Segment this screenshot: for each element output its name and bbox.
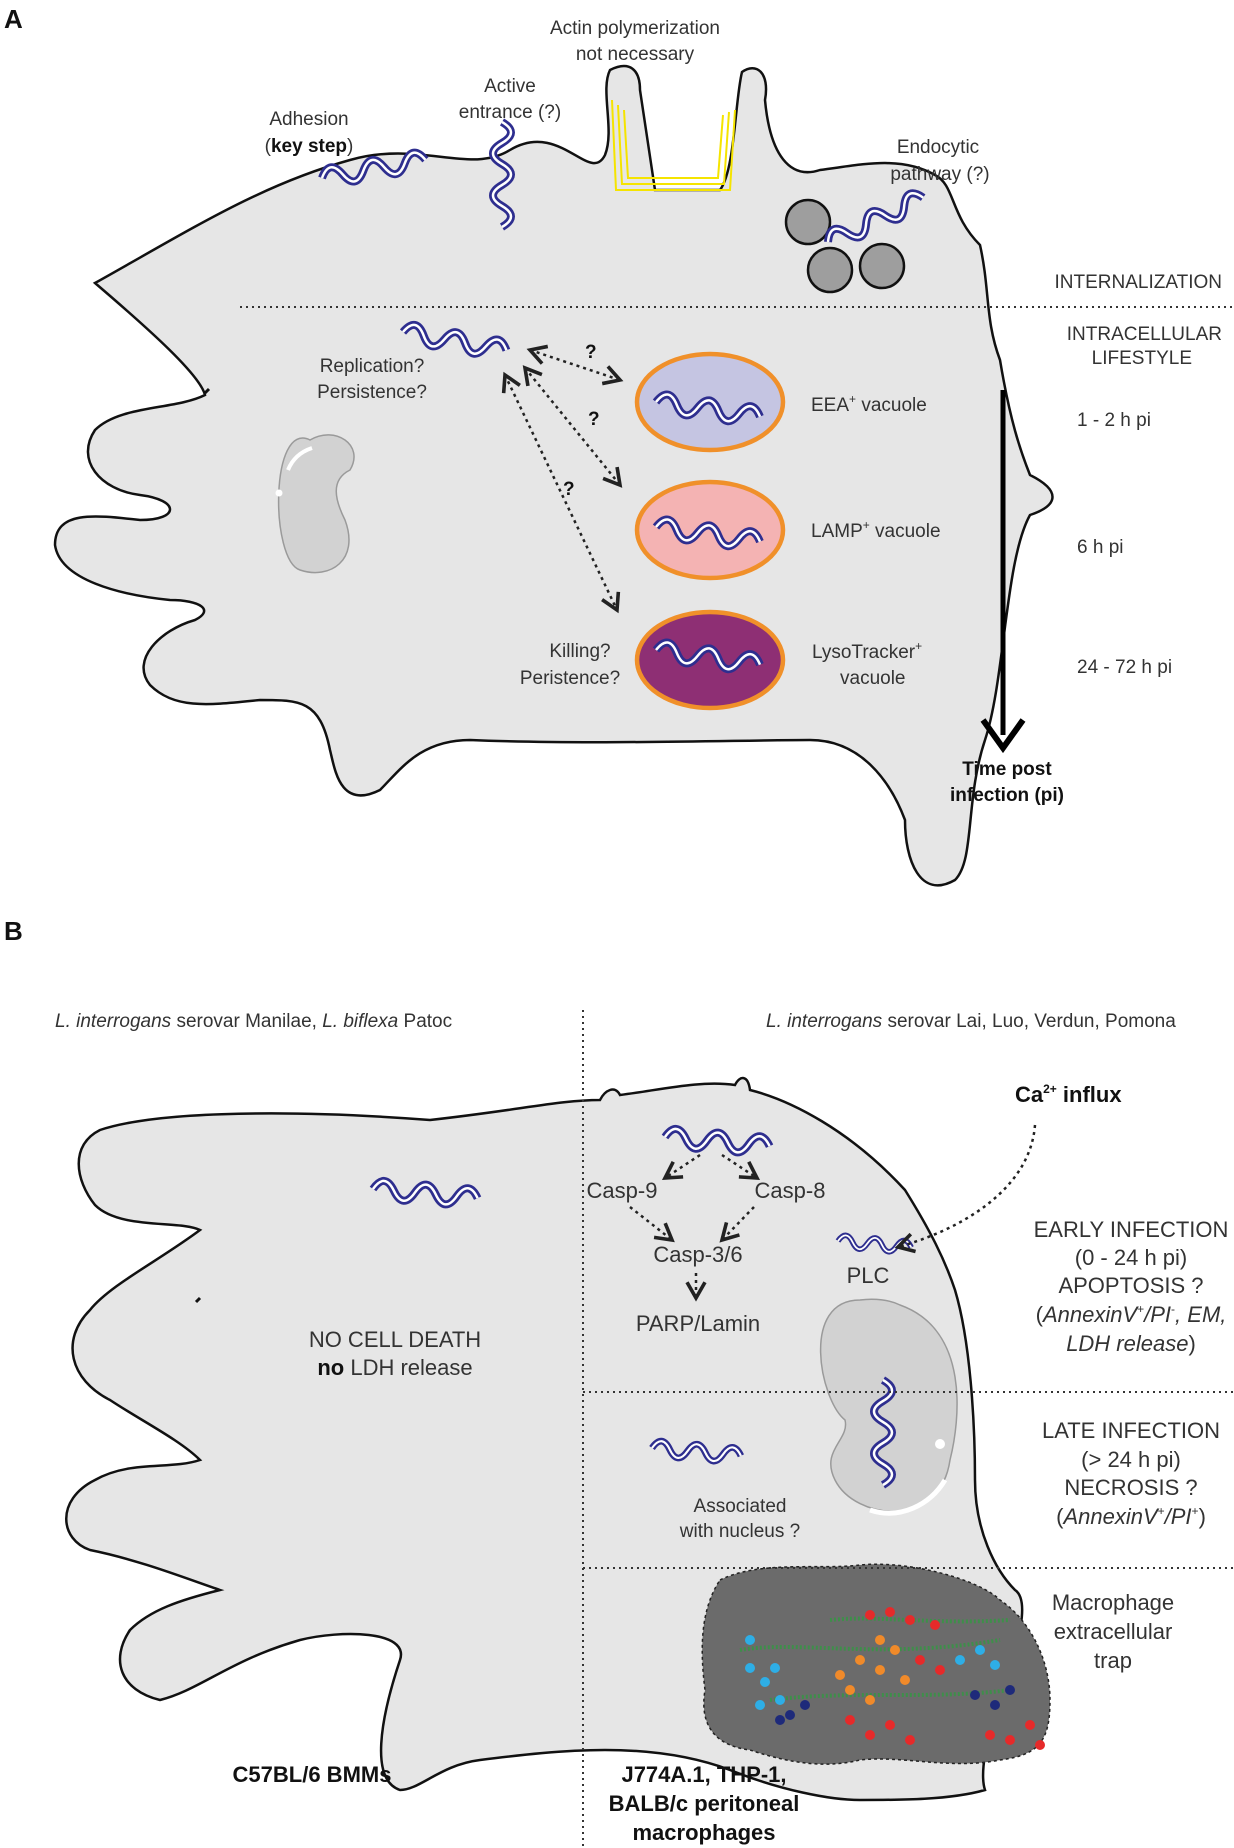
lysotracker-vacuole — [634, 609, 786, 711]
associated-label-1: Associated — [694, 1496, 787, 1517]
right-cells-label-3: macrophages — [632, 1820, 775, 1845]
lamp-vacuole — [634, 479, 786, 581]
late-infection-label: LATE INFECTION — [1042, 1418, 1220, 1443]
casp36-label: Casp-3/6 — [653, 1242, 742, 1267]
cell-a — [53, 64, 1054, 887]
time-3: 24 - 72 h pi — [1077, 657, 1172, 678]
nucleus-a-dot — [275, 489, 283, 497]
question-2: ? — [588, 409, 600, 430]
adhesion-key-step: (key step) — [265, 136, 354, 157]
casp8-label: Casp-8 — [755, 1178, 826, 1203]
early-assay-label: (AnnexinV+/PI-, EM, — [1036, 1302, 1227, 1327]
early-ldh-label: LDH release) — [1066, 1331, 1196, 1356]
internalization-label: INTERNALIZATION — [1055, 272, 1223, 293]
killing-label-2: Peristence? — [520, 668, 620, 689]
time-1: 1 - 2 h pi — [1077, 410, 1151, 431]
met-label-1: Macrophage — [1052, 1590, 1174, 1615]
lysotracker-vacuole-label: LysoTracker+ — [812, 639, 922, 663]
trafficking-arrows — [501, 344, 624, 614]
right-cells-label-1: J774A.1, THP-1, — [621, 1762, 786, 1787]
actin-label-1: Actin polymerization — [550, 18, 720, 39]
panel-b-label: B — [4, 916, 23, 946]
right-strain-header: L. interrogans serovar Lai, Luo, Verdun,… — [766, 1011, 1176, 1032]
left-strain-header: L. interrogans serovar Manilae, L. bifle… — [55, 1011, 452, 1032]
no-cell-death-label: NO CELL DEATH — [309, 1327, 481, 1352]
intracellular-label-1: INTRACELLULAR — [1067, 324, 1222, 345]
early-time-label: (0 - 24 h pi) — [1075, 1245, 1188, 1270]
active-entrance-label-2: entrance (?) — [459, 102, 561, 123]
late-time-label: (> 24 h pi) — [1081, 1447, 1181, 1472]
caspase-arrows — [629, 1124, 1037, 1302]
eea-vacuole — [634, 351, 786, 453]
necrosis-label: NECROSIS ? — [1064, 1475, 1197, 1500]
panel-a-label: A — [4, 4, 23, 34]
nucleus-a-highlight — [286, 446, 313, 471]
trap-granules — [745, 1607, 1045, 1750]
met-label-3: trap — [1094, 1648, 1132, 1673]
time-2: 6 h pi — [1077, 537, 1123, 558]
time-arrowhead — [980, 718, 1026, 754]
eea-vacuole-label: EEA+ vacuole — [811, 392, 927, 416]
active-entrance-label-1: Active — [484, 76, 536, 97]
right-cells-label-2: BALB/c peritoneal — [609, 1791, 800, 1816]
left-cells-label: C57BL/6 BMMs — [233, 1762, 392, 1787]
membrane-tick-a — [203, 387, 211, 395]
time-axis-label-1: Time post — [962, 759, 1052, 780]
membrane-tick-b — [194, 1296, 202, 1304]
nucleus-b-dot — [935, 1439, 945, 1449]
time-axis-label-2: infection (pi) — [950, 785, 1064, 806]
no-ldh-label: no LDH release — [317, 1355, 472, 1380]
endocytic-vesicles — [784, 198, 906, 294]
adhesion-label: Adhesion — [269, 109, 348, 130]
casp9-label: Casp-9 — [587, 1178, 658, 1203]
late-assay-label: (AnnexinV+/PI+) — [1056, 1504, 1206, 1529]
killing-label-1: Killing? — [549, 641, 610, 662]
replication-label-1: Replication? — [320, 356, 425, 377]
plc-label: PLC — [847, 1263, 890, 1288]
met-label-2: extracellular — [1054, 1619, 1173, 1644]
lamp-vacuole-label: LAMP+ vacuole — [811, 518, 941, 542]
endocytic-label-1: Endocytic — [897, 137, 979, 158]
replication-label-2: Persistence? — [317, 382, 427, 403]
nucleus-b-highlight — [869, 1478, 948, 1516]
trap-dna-strands — [739, 1616, 1011, 1702]
nucleus-a — [277, 434, 355, 574]
parp-lamin-label: PARP/Lamin — [636, 1311, 760, 1336]
early-infection-label: EARLY INFECTION — [1034, 1217, 1229, 1242]
apoptosis-label: APOPTOSIS ? — [1058, 1273, 1203, 1298]
ca-influx-label: Ca2+ influx — [1015, 1082, 1122, 1107]
actin-filaments — [611, 99, 736, 191]
question-3: ? — [563, 479, 575, 500]
actin-label-2: not necessary — [576, 44, 695, 65]
associated-label-2: with nucleus ? — [679, 1521, 800, 1542]
intracellular-label-2: LIFESTYLE — [1092, 348, 1192, 369]
endocytic-label-2: pathway (?) — [890, 164, 989, 185]
question-1: ? — [585, 342, 597, 363]
lysotracker-vacuole-label-2: vacuole — [840, 668, 906, 689]
